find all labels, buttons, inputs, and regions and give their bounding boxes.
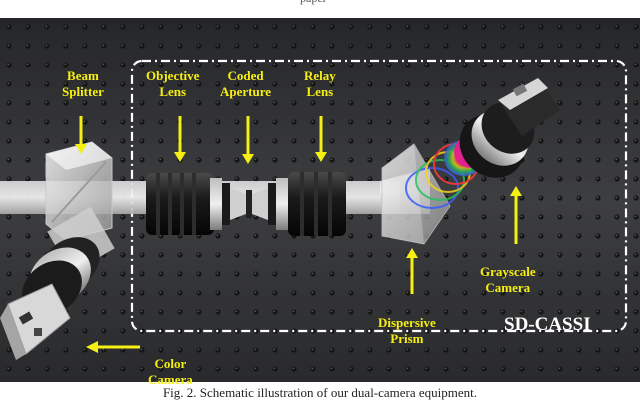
label-line: Lens [159, 84, 187, 99]
figure-photo: Beam Splitter Objective Lens Coded Apert… [0, 18, 640, 387]
previous-text-fragment: paper [0, 0, 640, 18]
arrow-coded-aperture [242, 154, 254, 164]
annotation-arrows [75, 116, 522, 353]
optical-setup-illustration [0, 18, 640, 382]
objective-lens [146, 173, 230, 235]
coded-aperture [230, 188, 268, 220]
label-grayscale-camera: Grayscale Camera [480, 264, 536, 296]
label-line: Camera [148, 372, 193, 387]
label-line: Relay [304, 68, 336, 83]
label-line: Coded [227, 68, 264, 83]
dispersive-prism [381, 143, 451, 245]
arrow-beam-splitter [75, 144, 87, 154]
label-relay-lens: Relay Lens [304, 68, 336, 100]
label-coded-aperture: Coded Aperture [220, 68, 271, 100]
label-dispersive-prism: Dispersive Prism [378, 315, 436, 347]
header-fragment: paper [300, 0, 327, 6]
grayscale-camera [459, 78, 560, 178]
arrow-objective-lens [174, 152, 186, 162]
label-line: Grayscale [480, 264, 536, 279]
label-line: Prism [390, 331, 424, 346]
label-beam-splitter: Beam Splitter [62, 68, 104, 100]
arrow-grayscale-camera [510, 186, 522, 196]
label-sd-cassi: SD-CASSI [504, 314, 591, 335]
arrow-color-camera [86, 341, 98, 353]
label-line: Objective [146, 68, 200, 83]
color-camera [0, 206, 115, 360]
label-line: Dispersive [378, 315, 436, 330]
arrow-dispersive-prism [406, 248, 418, 258]
label-line: Camera [485, 280, 531, 295]
figure-caption: Fig. 2. Schematic illustration of our du… [162, 385, 478, 400]
label-line: Beam [67, 68, 99, 83]
label-color-camera: Color Camera [148, 356, 193, 388]
relay-lens [268, 172, 346, 236]
label-line: Lens [306, 84, 334, 99]
label-line: Splitter [62, 84, 104, 99]
arrow-relay-lens [315, 152, 327, 162]
label-objective-lens: Objective Lens [146, 68, 199, 100]
label-line: Color [154, 356, 187, 371]
label-line: Aperture [220, 84, 272, 99]
